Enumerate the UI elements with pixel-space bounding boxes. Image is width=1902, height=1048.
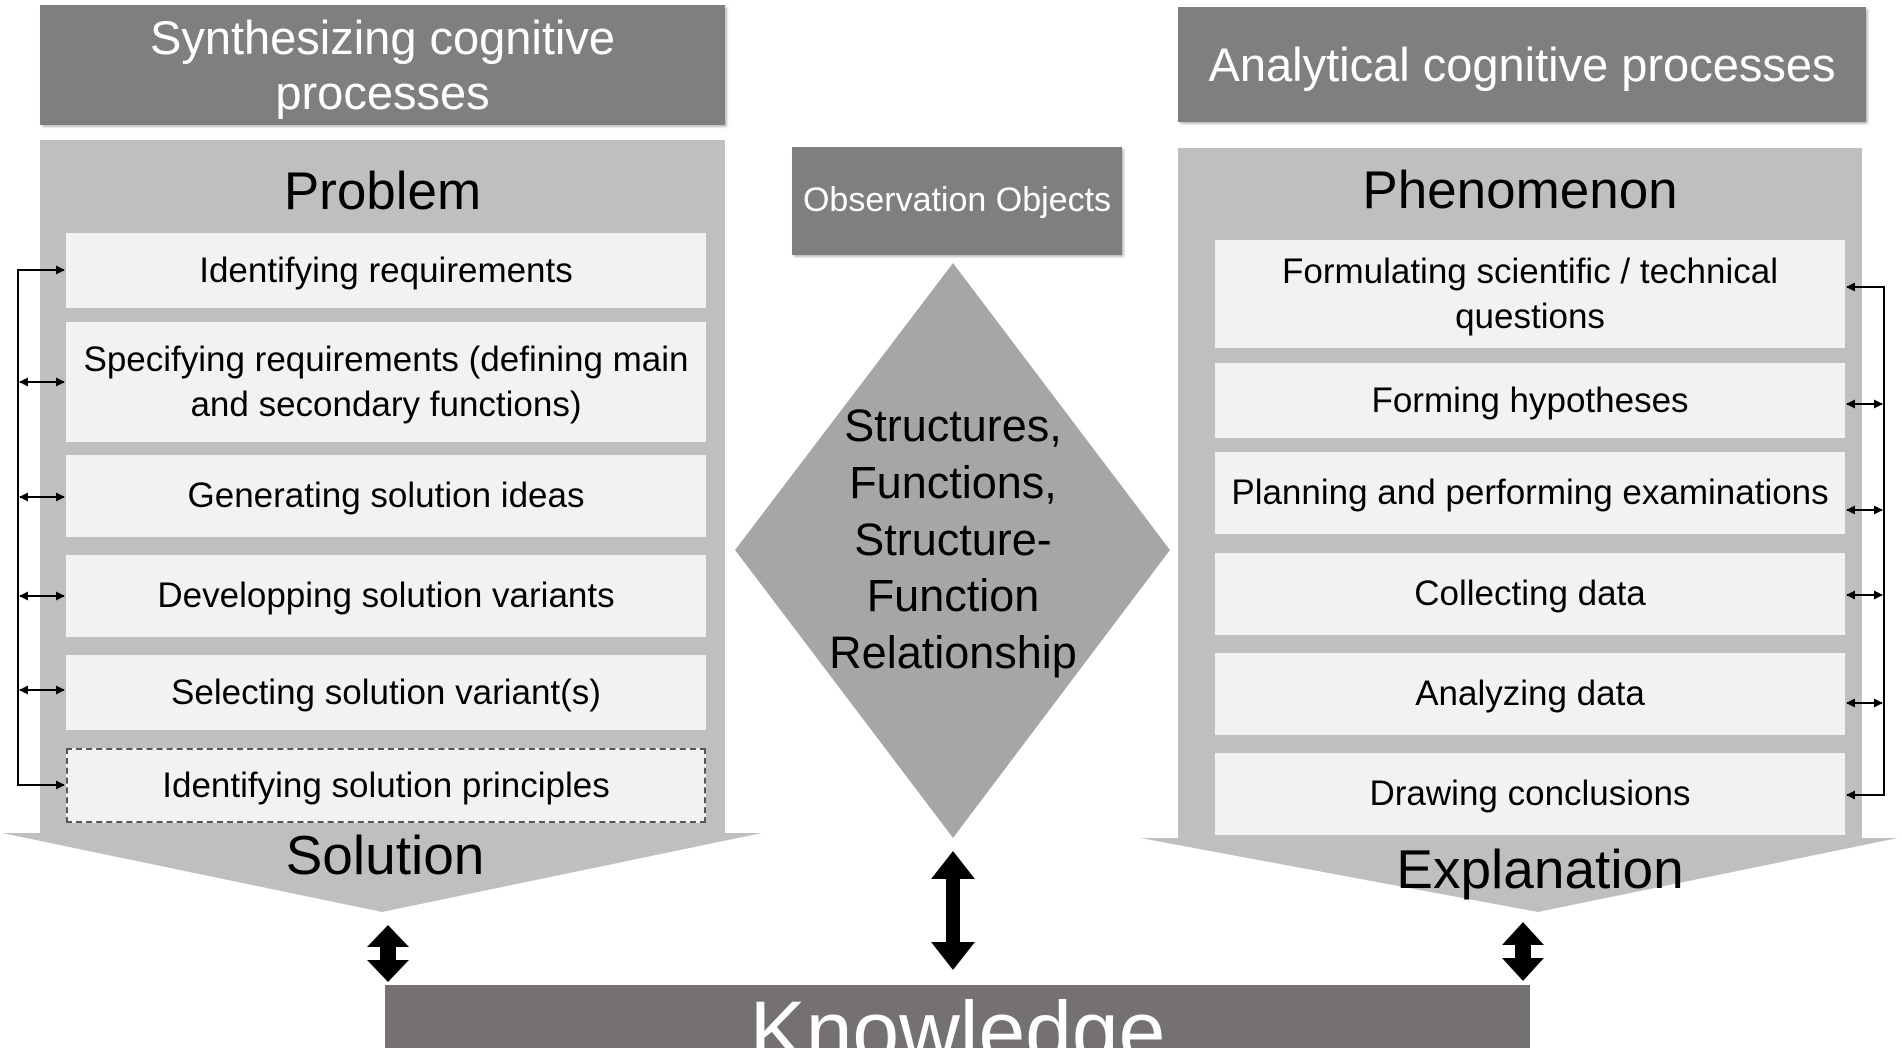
- observation-objects-header: Observation Objects: [792, 147, 1122, 255]
- right-feedback-loop: [1846, 282, 1885, 800]
- right-step-1: Formulating scientific / technical quest…: [1215, 240, 1845, 348]
- phenomenon-title: Phenomenon: [1178, 158, 1862, 222]
- knowledge-bar: Knowledge: [385, 985, 1530, 1048]
- right-step-5-text: Analyzing data: [1415, 674, 1645, 714]
- right-step-6: Drawing conclusions: [1215, 753, 1845, 835]
- analytical-header: Analytical cognitive processes: [1178, 7, 1866, 122]
- right-step-1-text: Formulating scientific / technical quest…: [1281, 251, 1779, 337]
- explanation-label: Explanation: [1340, 836, 1740, 902]
- right-double-arrow: [1502, 922, 1544, 981]
- left-step-6-text: Identifying solution principles: [162, 765, 610, 805]
- diamond-label-text: Structures, Functions, Structure-Functio…: [829, 400, 1077, 679]
- left-step-1: Identifying requirements: [66, 233, 706, 308]
- right-step-3-text: Planning and performing examinations: [1231, 473, 1829, 513]
- left-step-2-text: Specifying requirements (defining main a…: [83, 339, 689, 425]
- right-step-6-text: Drawing conclusions: [1369, 774, 1691, 814]
- solution-label-text: Solution: [285, 824, 485, 886]
- solution-label: Solution: [190, 822, 580, 888]
- right-step-5: Analyzing data: [1215, 653, 1845, 735]
- left-step-3-text: Generating solution ideas: [187, 476, 585, 516]
- left-double-arrow: [367, 925, 409, 982]
- left-step-4-text: Developping solution variants: [157, 576, 615, 616]
- observation-objects-text: Observation Objects: [802, 181, 1112, 220]
- right-step-3: Planning and performing examinations: [1215, 452, 1845, 534]
- left-step-5-text: Selecting solution variant(s): [171, 672, 601, 712]
- left-step-4: Developping solution variants: [66, 555, 706, 637]
- right-step-4: Collecting data: [1215, 553, 1845, 635]
- explanation-label-text: Explanation: [1396, 838, 1684, 900]
- problem-title-text: Problem: [283, 161, 482, 221]
- analytical-header-text: Analytical cognitive processes: [1208, 37, 1836, 91]
- right-step-4-text: Collecting data: [1414, 574, 1646, 614]
- phenomenon-title-text: Phenomenon: [1362, 160, 1678, 220]
- left-step-1-text: Identifying requirements: [199, 250, 573, 290]
- problem-title: Problem: [40, 158, 725, 224]
- right-step-2: Forming hypotheses: [1215, 363, 1845, 438]
- right-step-2-text: Forming hypotheses: [1371, 380, 1689, 420]
- center-double-arrow: [931, 851, 975, 970]
- left-step-3: Generating solution ideas: [66, 455, 706, 537]
- left-step-6: Identifying solution principles: [66, 748, 706, 823]
- left-step-2: Specifying requirements (defining main a…: [66, 322, 706, 442]
- diamond-label: Structures, Functions, Structure-Functio…: [812, 380, 1094, 700]
- synthesizing-header: Synthesizing cognitive processes: [40, 5, 725, 125]
- knowledge-label: Knowledge: [749, 985, 1166, 1048]
- center-diamond: [735, 263, 1170, 838]
- left-step-5: Selecting solution variant(s): [66, 655, 706, 730]
- left-feedback-loop: [17, 265, 65, 790]
- synthesizing-header-text: Synthesizing cognitive processes: [149, 10, 616, 119]
